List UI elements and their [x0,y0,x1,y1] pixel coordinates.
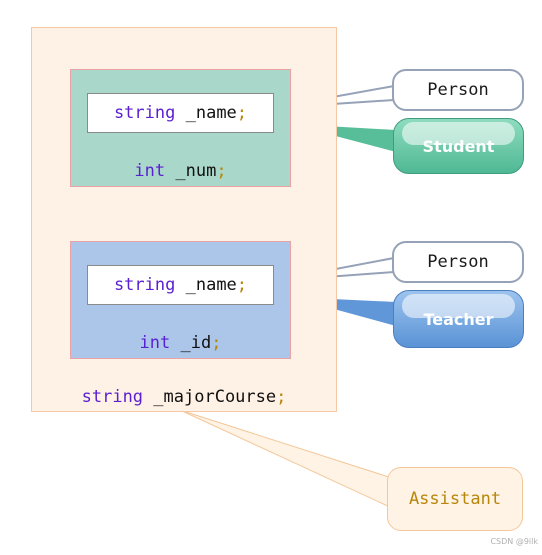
person-name-field-box-2: string _name; [87,265,274,305]
semicolon: ; [211,333,222,353]
assistant-label: Assistant [387,467,523,531]
keyword-string: string [113,102,176,123]
teacher-label: Teacher [393,290,524,348]
teacher-label-text: Teacher [423,309,494,329]
id-field-code: int _id; [70,335,291,352]
person-label-1: Person [392,69,524,111]
student-label-text: Student [422,136,495,156]
identifier-id: _id [180,333,212,353]
semicolon: ; [236,102,248,123]
identifier-major-course: _majorCourse [153,387,277,407]
semicolon: ; [276,387,287,407]
person-label-2: Person [392,241,524,283]
keyword-int: int [139,333,171,353]
major-course-field-code: string _majorCourse; [31,389,337,406]
keyword-string: string [81,387,144,407]
student-label: Student [393,118,524,174]
identifier-num: _num [175,161,217,181]
identifier-name: _name [185,274,237,295]
semicolon: ; [216,161,227,181]
semicolon: ; [236,274,248,295]
name-field-code-1: string _name; [113,102,248,123]
num-field-code: int _num; [70,163,291,180]
assistant-callout-tail [179,409,393,509]
person-name-field-box-1: string _name; [87,93,274,133]
identifier-name: _name [185,102,237,123]
keyword-int: int [134,161,166,181]
name-field-code-2: string _name; [113,274,248,295]
keyword-string: string [113,274,176,295]
watermark: CSDN @9ilk [490,537,538,546]
